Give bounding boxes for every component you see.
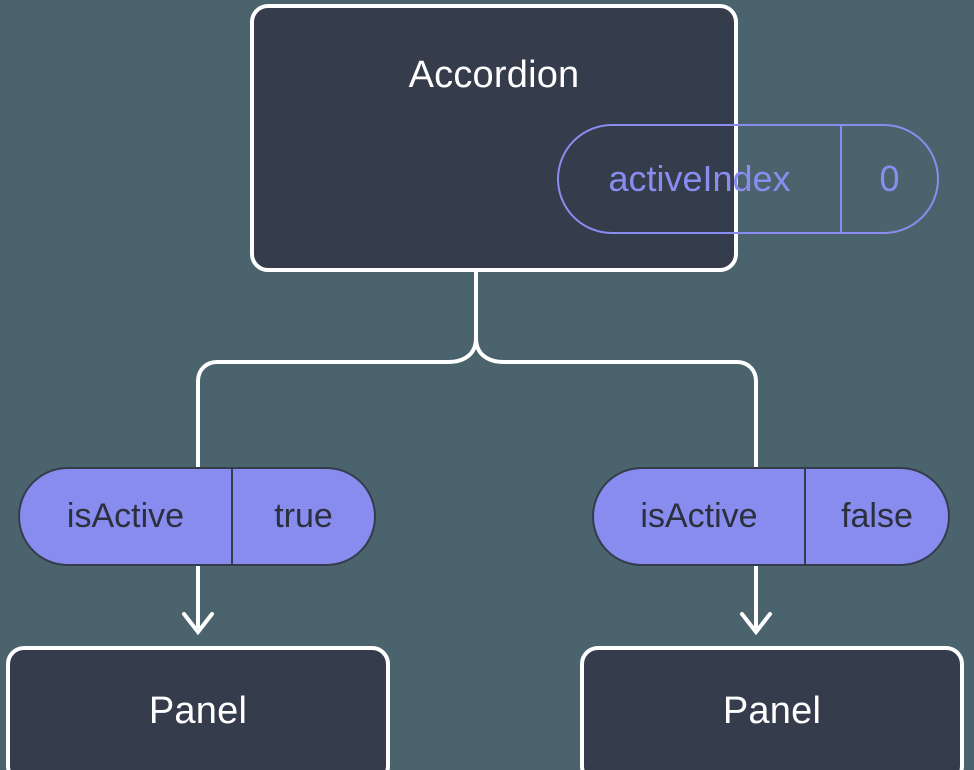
isactive-prop-key-left: isActive xyxy=(20,469,233,564)
activeindex-state-pill[interactable]: activeIndex 0 xyxy=(557,124,939,234)
isactive-prop-value-left: true xyxy=(274,497,333,535)
accordion-title: Accordion xyxy=(408,54,580,96)
connector-trunk-fork-right xyxy=(474,336,758,470)
activeindex-state-key: activeIndex xyxy=(559,126,842,232)
isactive-prop-value-right: false xyxy=(841,497,913,535)
connector-trunk-fork xyxy=(196,268,478,470)
panel-title-right: Panel xyxy=(722,690,822,732)
arrow-down-icon-left xyxy=(182,612,214,636)
isactive-prop-pill-right[interactable]: isActive false xyxy=(592,467,950,566)
panel-node-left[interactable]: Panel xyxy=(6,646,390,770)
isactive-prop-pill-left[interactable]: isActive true xyxy=(18,467,376,566)
panel-title-left: Panel xyxy=(148,690,248,732)
isactive-prop-key-right: isActive xyxy=(594,469,806,564)
accordion-node[interactable]: Accordion activeIndex 0 xyxy=(250,4,939,272)
activeindex-state-value: 0 xyxy=(879,158,900,199)
arrow-down-icon-right xyxy=(740,612,772,636)
panel-node-right[interactable]: Panel xyxy=(580,646,964,770)
